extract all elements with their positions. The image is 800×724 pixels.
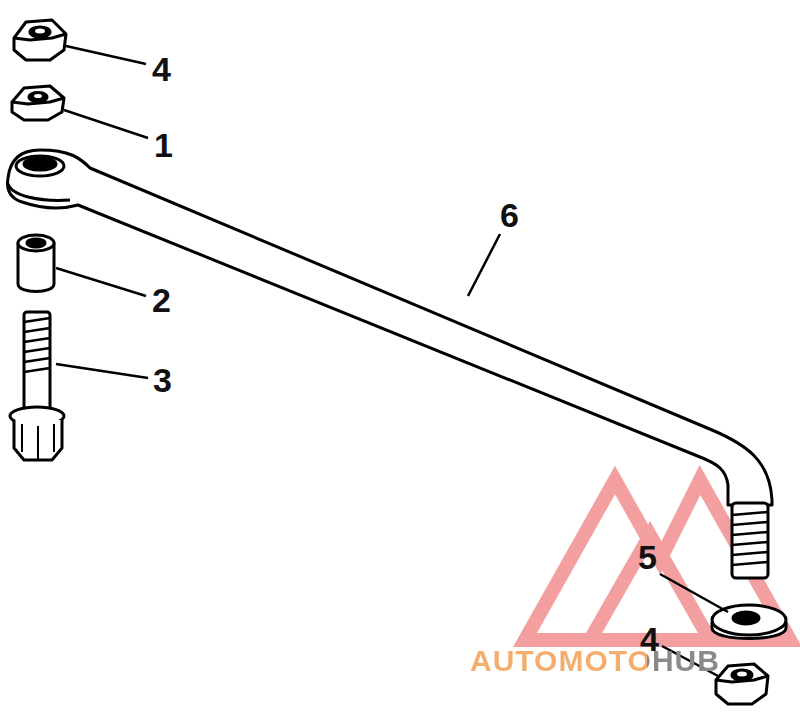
leader-lines [56,46,728,676]
watermark-logo [525,480,790,640]
hex-bolt [10,312,64,460]
tie-bar [8,150,772,578]
lock-nut [14,20,66,60]
callout-number: 5 [638,540,657,574]
spacer-sleeve [18,235,54,292]
callout-number: 2 [152,283,171,317]
hex-nut [12,86,64,120]
watermark-text: AUTOMOTOHUB [470,646,720,676]
callout-number: 4 [152,52,171,86]
callout-number: 1 [154,128,173,162]
lock-nut [716,664,768,704]
callout-number: 3 [153,363,172,397]
callout-number: 6 [500,198,519,232]
